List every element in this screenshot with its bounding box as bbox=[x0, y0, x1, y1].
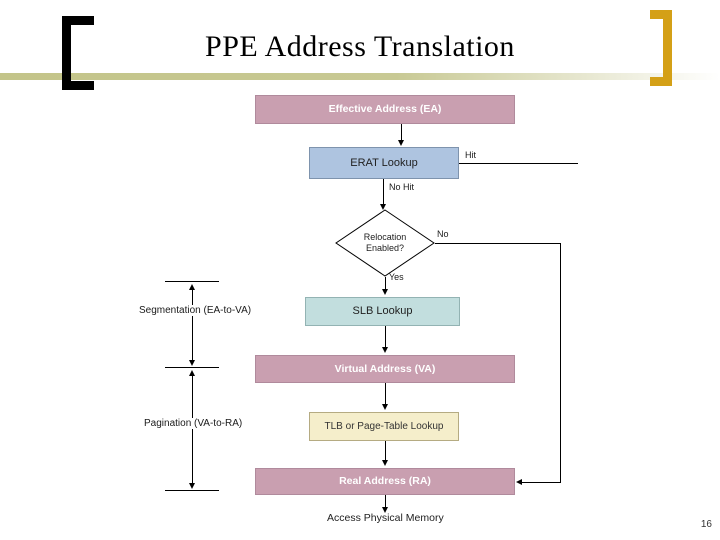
edge-slb-to-va bbox=[385, 326, 386, 348]
edge-ra-to-memory bbox=[385, 495, 386, 510]
node-real-address[interactable]: Real Address (RA) bbox=[255, 468, 515, 495]
edge-label-no: No bbox=[437, 229, 449, 239]
relocation-label-line2: Enabled? bbox=[365, 243, 405, 253]
label-access-physical-memory: Access Physical Memory bbox=[327, 512, 444, 524]
label-segmentation: Segmentation (EA-to-VA) bbox=[137, 305, 254, 316]
edge-no-horizontal bbox=[435, 243, 560, 244]
edge-yes-arrowhead bbox=[381, 289, 388, 295]
dim-segmentation-arrow-up bbox=[188, 284, 195, 290]
edge-va-to-tlb bbox=[385, 383, 386, 405]
edge-tlb-to-ra-arrowhead bbox=[381, 460, 388, 466]
label-pagination: Pagination (VA-to-RA) bbox=[142, 418, 245, 429]
dim-pagination-arrow-down bbox=[188, 483, 195, 489]
edge-label-hit: Hit bbox=[465, 150, 476, 160]
node-relocation-label: Relocation Enabled? bbox=[335, 209, 435, 277]
edge-erat-no-hit bbox=[383, 179, 384, 207]
right-bracket-decoration bbox=[650, 10, 672, 86]
edge-no-vertical bbox=[560, 243, 561, 482]
edge-no-arrowhead bbox=[516, 478, 522, 485]
edge-ea-to-erat-arrowhead bbox=[397, 140, 404, 146]
edge-no-into-real-address bbox=[522, 482, 561, 483]
edge-label-yes: Yes bbox=[389, 272, 404, 282]
edge-erat-hit bbox=[459, 163, 578, 164]
page-title: PPE Address Translation bbox=[205, 30, 515, 63]
edge-yes bbox=[385, 277, 386, 291]
dim-pagination-line bbox=[192, 374, 193, 485]
right-bracket-top-arm bbox=[650, 10, 672, 19]
node-effective-address[interactable]: Effective Address (EA) bbox=[255, 95, 515, 124]
edge-slb-to-va-arrowhead bbox=[381, 347, 388, 353]
left-bracket-top-arm bbox=[62, 16, 94, 25]
edge-va-to-tlb-arrowhead bbox=[381, 404, 388, 410]
left-bracket-stem bbox=[62, 16, 71, 90]
dim-pagination-arrow-up bbox=[188, 370, 195, 376]
header-accent-band bbox=[0, 73, 720, 80]
left-bracket-decoration bbox=[62, 16, 94, 90]
edge-label-no-hit: No Hit bbox=[389, 182, 415, 192]
right-bracket-bottom-arm bbox=[650, 77, 672, 86]
relocation-label-line1: Relocation bbox=[363, 231, 407, 242]
diamond-shape bbox=[335, 209, 435, 277]
dim-tick-top bbox=[165, 281, 219, 282]
edge-erat-no-hit-arrowhead bbox=[379, 204, 386, 210]
edge-ra-to-memory-arrowhead bbox=[381, 507, 388, 513]
left-bracket-bottom-arm bbox=[62, 81, 94, 90]
edge-tlb-to-ra bbox=[385, 441, 386, 461]
edge-ea-to-erat bbox=[401, 124, 402, 141]
node-slb-lookup[interactable]: SLB Lookup bbox=[305, 297, 460, 326]
dim-segmentation-line bbox=[192, 288, 193, 362]
dim-tick-bottom bbox=[165, 490, 219, 491]
dim-tick-middle bbox=[165, 367, 219, 368]
node-virtual-address[interactable]: Virtual Address (VA) bbox=[255, 355, 515, 383]
page-number: 16 bbox=[700, 519, 712, 530]
dim-segmentation-arrow-down bbox=[188, 360, 195, 366]
right-bracket-stem bbox=[663, 10, 672, 86]
node-erat-lookup[interactable]: ERAT Lookup bbox=[309, 147, 459, 179]
node-tlb-or-page-table-lookup[interactable]: TLB or Page-Table Lookup bbox=[309, 412, 459, 441]
node-relocation-enabled[interactable]: Relocation Enabled? bbox=[335, 209, 435, 277]
